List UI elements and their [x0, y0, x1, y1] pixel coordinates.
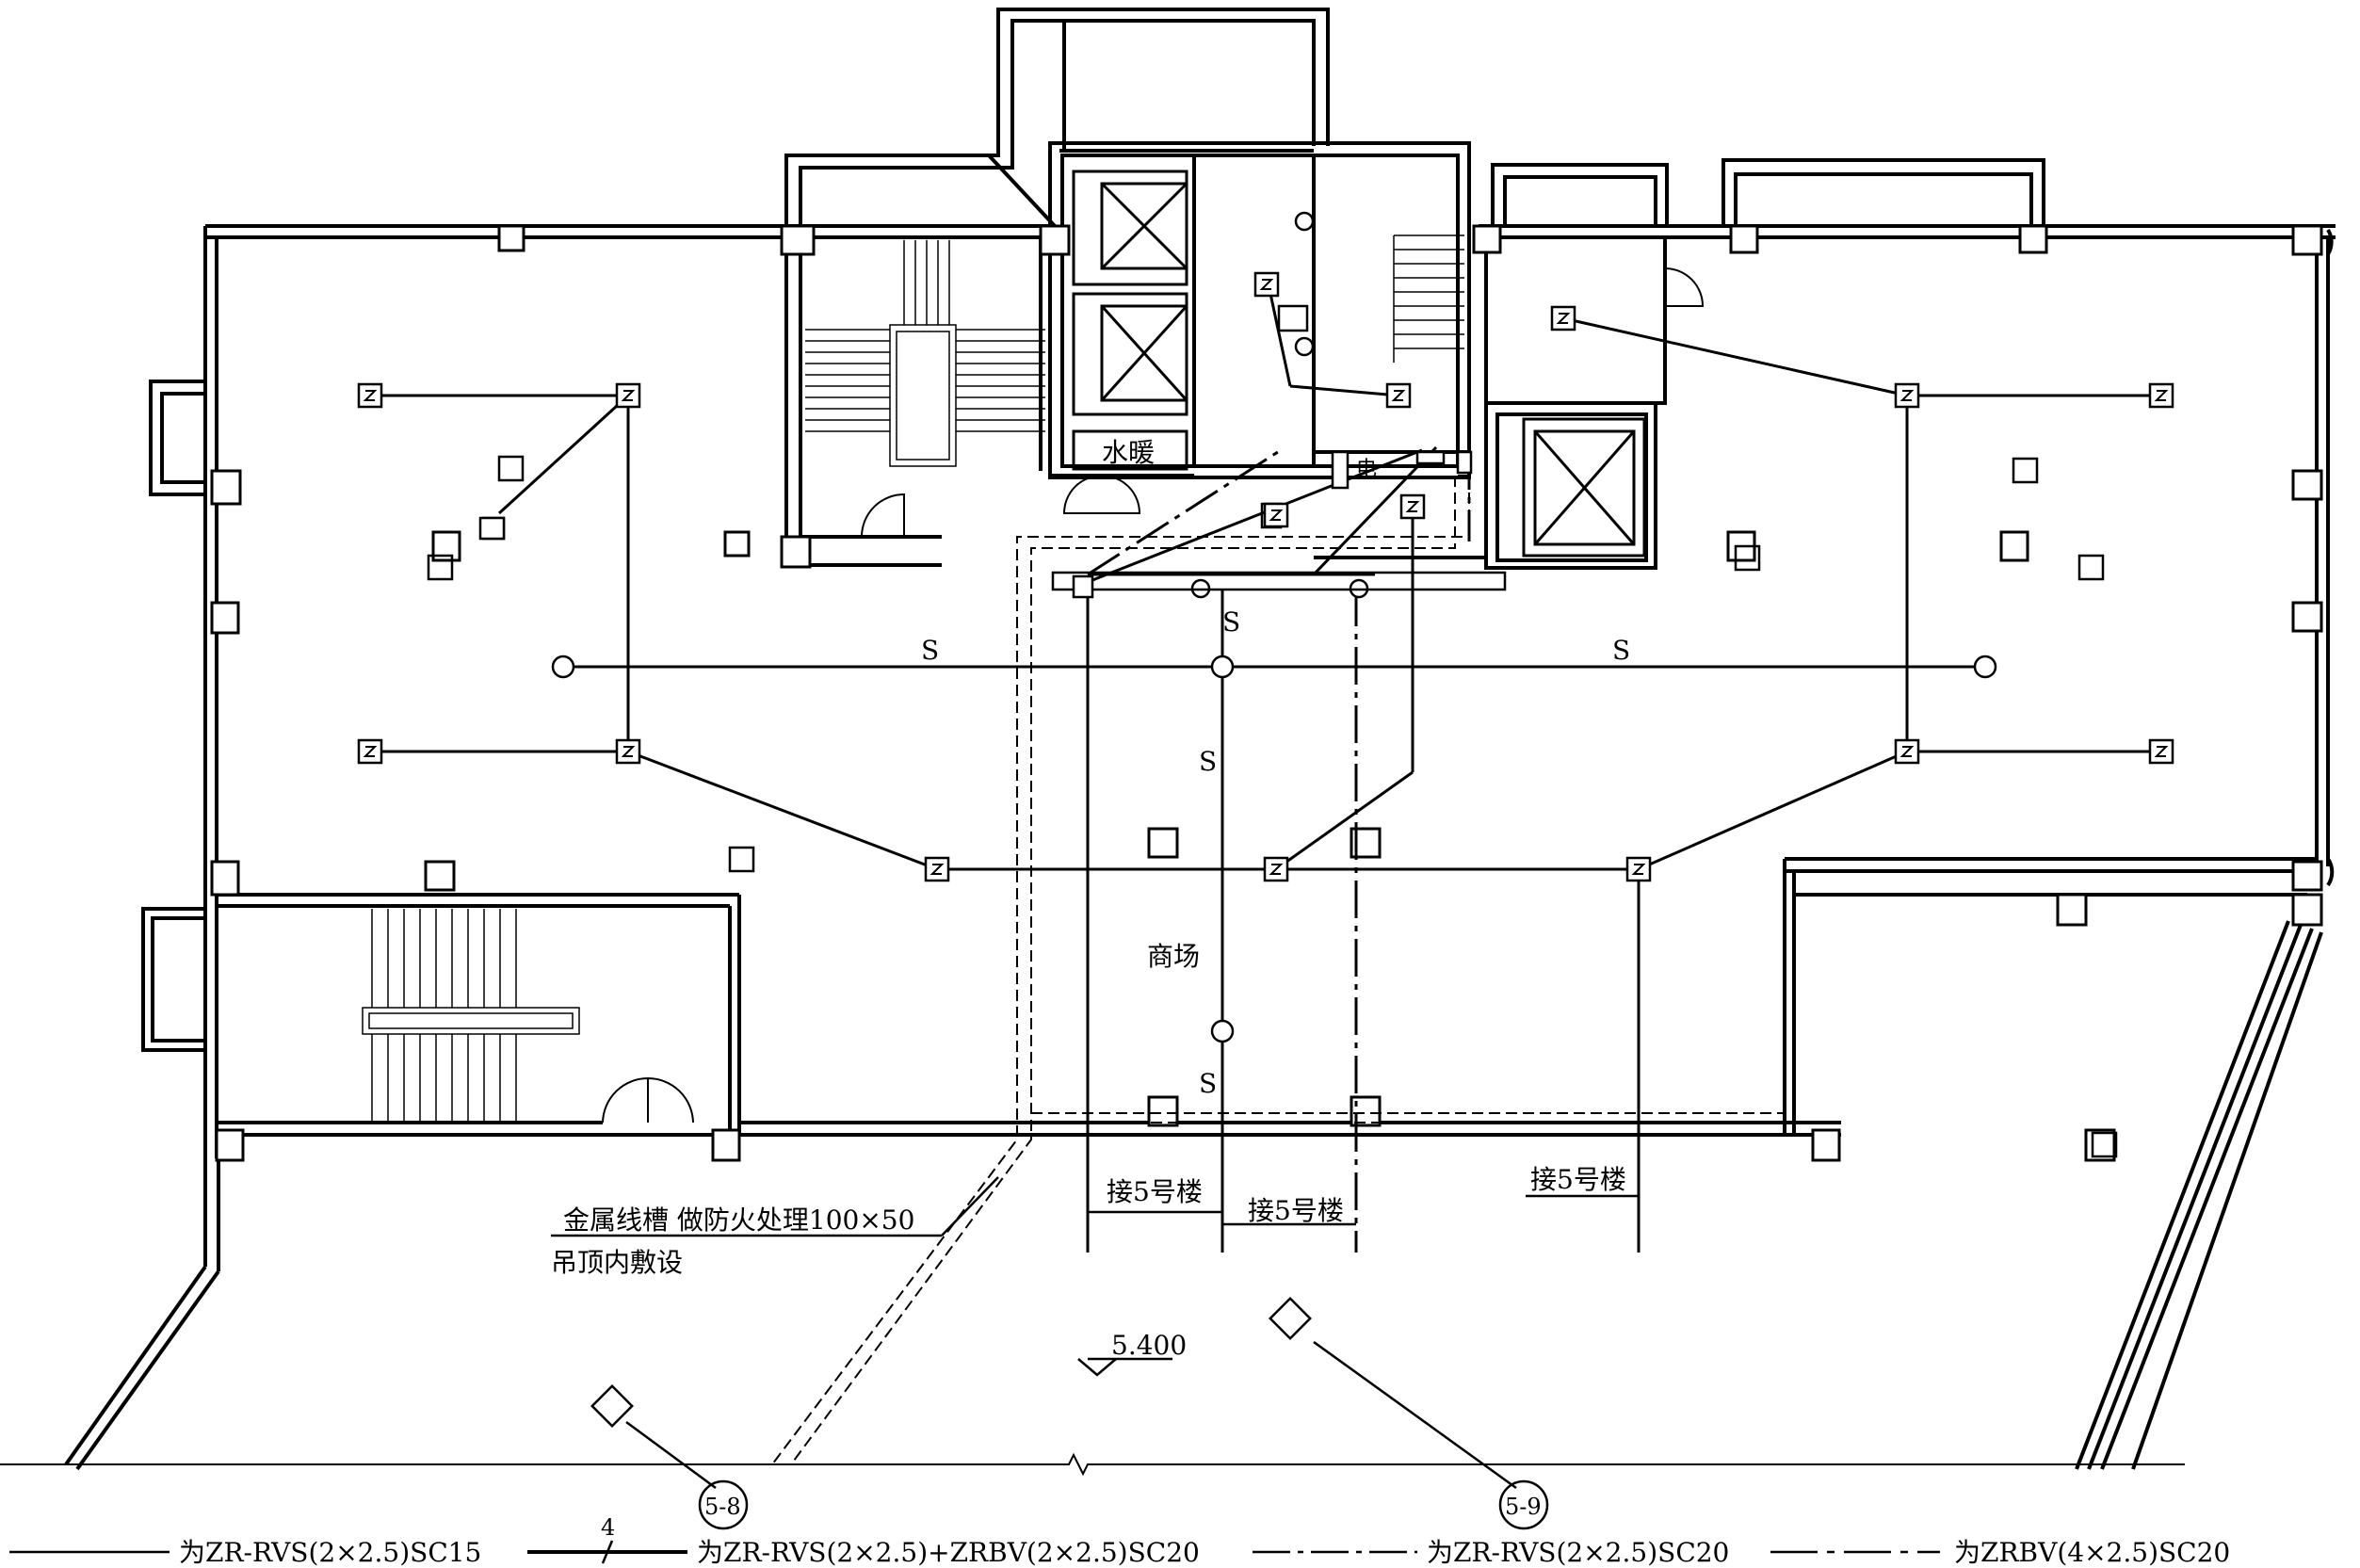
elevator-shafts	[1072, 170, 1646, 558]
wiring-lines	[370, 275, 2161, 1253]
label-trunking-1: 金属线槽 做防火处理100×50	[563, 1204, 914, 1236]
label-detail-1: 5-8	[704, 1494, 741, 1520]
legend: 为ZR-RVS(2×2.5)SC15 4 为ZR-RVS(2×2.5)+ZRBV…	[179, 1514, 2230, 1568]
text-labels: 水暖 电 商场 接5号楼 接5号楼 接5号楼 金属线槽 做防火处理100×50 …	[551, 437, 1630, 1520]
switch-symbols	[357, 271, 2174, 882]
legend-item-1: 为ZR-RVS(2×2.5)SC15	[179, 1537, 481, 1568]
legend-item-2-count: 4	[601, 1514, 615, 1541]
panel-boards	[478, 304, 1507, 599]
legend-item-4: 为ZRBV(4×2.5)SC20	[1954, 1537, 2230, 1568]
ground-line	[0, 1452, 2185, 1477]
switch-marks	[363, 279, 2169, 875]
label-detail-2: 5-9	[1505, 1494, 1542, 1520]
label-s-1: S	[921, 635, 939, 666]
label-connect-2: 接5号楼	[1248, 1195, 1344, 1226]
label-s-4: S	[1199, 746, 1217, 777]
label-water-heating: 水暖	[1102, 437, 1155, 468]
label-elevation: 5.400	[1111, 1330, 1187, 1361]
ceiling-fixtures	[427, 455, 2118, 1158]
core-walls	[784, 8, 2045, 570]
label-mall: 商场	[1147, 941, 1200, 972]
columns	[210, 224, 2323, 1162]
legend-item-3: 为ZR-RVS(2×2.5)SC20	[1427, 1537, 1729, 1568]
stair-treads	[362, 234, 1464, 1121]
label-connect-1: 接5号楼	[1107, 1176, 1203, 1207]
label-trunking-2: 吊顶内敷设	[551, 1247, 683, 1278]
label-connect-3: 接5号楼	[1530, 1164, 1626, 1195]
socket-symbols	[551, 211, 1997, 1043]
building-walls	[64, 224, 2336, 1471]
label-s-5: S	[1199, 1068, 1217, 1099]
label-electric: 电	[1356, 458, 1377, 481]
doors	[602, 267, 1705, 1123]
legend-item-2: 为ZR-RVS(2×2.5)+ZRBV(2×2.5)SC20	[697, 1537, 1200, 1568]
label-s-3: S	[1222, 606, 1240, 638]
label-s-2: S	[1612, 635, 1630, 666]
legend-lines	[9, 1540, 1940, 1564]
trunking-dashed	[744, 475, 1785, 1465]
